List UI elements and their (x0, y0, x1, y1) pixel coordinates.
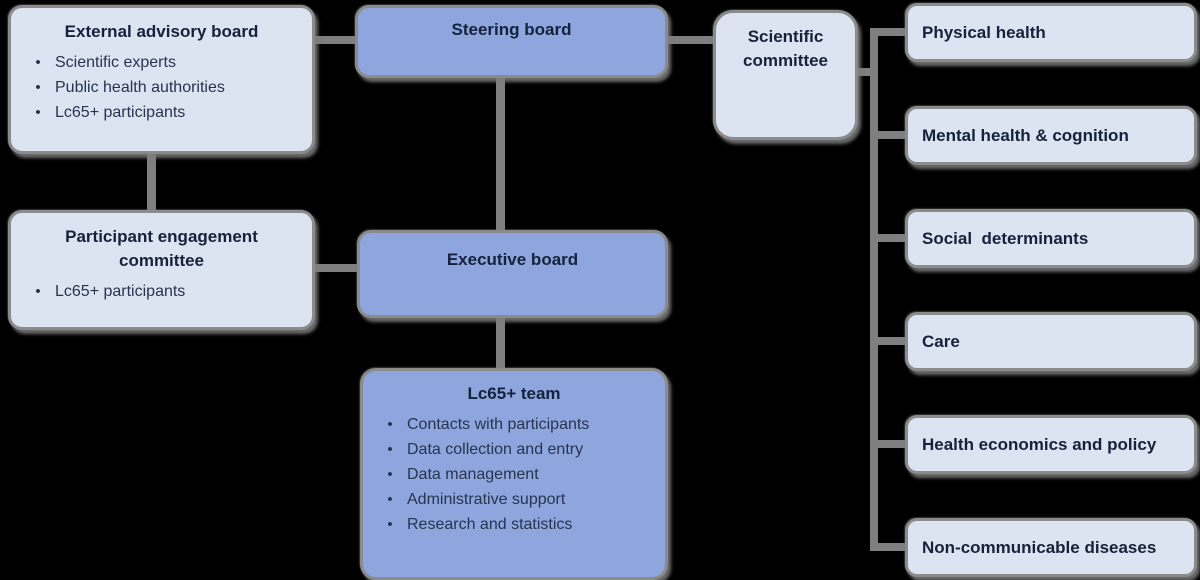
connector-scientific-to-trunk (858, 68, 877, 76)
external-advisory-board-list: • Scientific experts • Public health autho… (11, 50, 312, 125)
bullet-icon: • (387, 441, 393, 458)
list-item-label: Research and statistics (407, 516, 573, 533)
list-item-label: Data management (407, 466, 539, 483)
connector-stub-mental-health (877, 131, 905, 139)
list-item-label: Lc65+ participants (55, 104, 186, 121)
connector-steering-to-executive (496, 78, 505, 231)
list-item-label: Administrative support (407, 491, 566, 508)
list-item: • Contacts with participants (373, 412, 659, 437)
research-area-label: Non-communicable diseases (922, 537, 1157, 557)
connector-advisory-to-participant (147, 154, 156, 211)
research-area-care: Care (905, 312, 1197, 371)
bullet-icon: • (387, 466, 393, 483)
list-item-label: Public health authorities (55, 79, 225, 96)
lc65-team-box: Lc65+ team • Contacts with participants •… (360, 368, 668, 580)
list-item: • Research and statistics (373, 512, 659, 537)
connector-stub-health-economics (877, 440, 905, 448)
executive-board-title: Executive board (446, 250, 579, 269)
research-area-label: Physical health (922, 22, 1046, 42)
participant-engagement-committee-box: Participant engagement committee • Lc65+ … (8, 210, 315, 330)
external-advisory-board-title: External advisory board (64, 22, 259, 41)
research-area-health-economics: Health economics and policy (905, 415, 1197, 474)
connector-research-trunk (870, 28, 878, 551)
bullet-icon: • (35, 104, 41, 121)
connector-executive-to-team (496, 318, 505, 369)
list-item-label: Data collection and entry (407, 441, 584, 458)
connector-participant-to-executive (315, 264, 357, 272)
research-area-label: Mental health & cognition (922, 125, 1129, 145)
list-item-label: Contacts with participants (407, 416, 590, 433)
steering-board-title: Steering board (451, 20, 572, 39)
external-advisory-board-box: External advisory board • Scientific expe… (8, 5, 315, 154)
research-area-label: Care (922, 331, 960, 351)
connector-stub-non-communicable (877, 543, 905, 551)
participant-engagement-list: • Lc65+ participants (11, 279, 312, 304)
research-area-physical-health: Physical health (905, 3, 1197, 62)
list-item: • Data management (373, 462, 659, 487)
connector-steering-to-scientific (668, 36, 713, 44)
bullet-icon: • (387, 491, 393, 508)
executive-board-box: Executive board (357, 230, 668, 318)
list-item-label: Scientific experts (55, 54, 176, 71)
connector-stub-care (877, 337, 905, 345)
lc65-team-title: Lc65+ team (467, 384, 561, 403)
connector-advisory-to-steering (315, 36, 355, 44)
list-item: • Scientific experts (21, 50, 306, 75)
bullet-icon: • (387, 516, 393, 533)
bullet-icon: • (35, 54, 41, 71)
list-item: • Public health authorities (21, 75, 306, 100)
bullet-icon: • (35, 283, 41, 300)
scientific-committee-title: Scientific committee (742, 27, 829, 70)
participant-engagement-committee-title: Participant engagement committee (65, 227, 258, 270)
list-item: • Lc65+ participants (21, 279, 306, 304)
research-area-social-determinants: Social determinants (905, 209, 1197, 268)
steering-board-box: Steering board (355, 5, 668, 78)
research-area-label: Social determinants (922, 228, 1089, 248)
bullet-icon: • (387, 416, 393, 433)
research-area-mental-health: Mental health & cognition (905, 106, 1197, 165)
research-area-label: Health economics and policy (922, 434, 1157, 454)
list-item: • Administrative support (373, 487, 659, 512)
list-item-label: Lc65+ participants (55, 283, 186, 300)
connector-stub-physical-health (877, 28, 905, 36)
connector-stub-social-determinants (877, 234, 905, 242)
bullet-icon: • (35, 79, 41, 96)
research-area-non-communicable: Non-communicable diseases (905, 518, 1197, 577)
scientific-committee-box: Scientific committee (713, 10, 858, 140)
list-item: • Data collection and entry (373, 437, 659, 462)
list-item: • Lc65+ participants (21, 100, 306, 125)
lc65-team-list: • Contacts with participants • Data collec… (363, 412, 665, 537)
